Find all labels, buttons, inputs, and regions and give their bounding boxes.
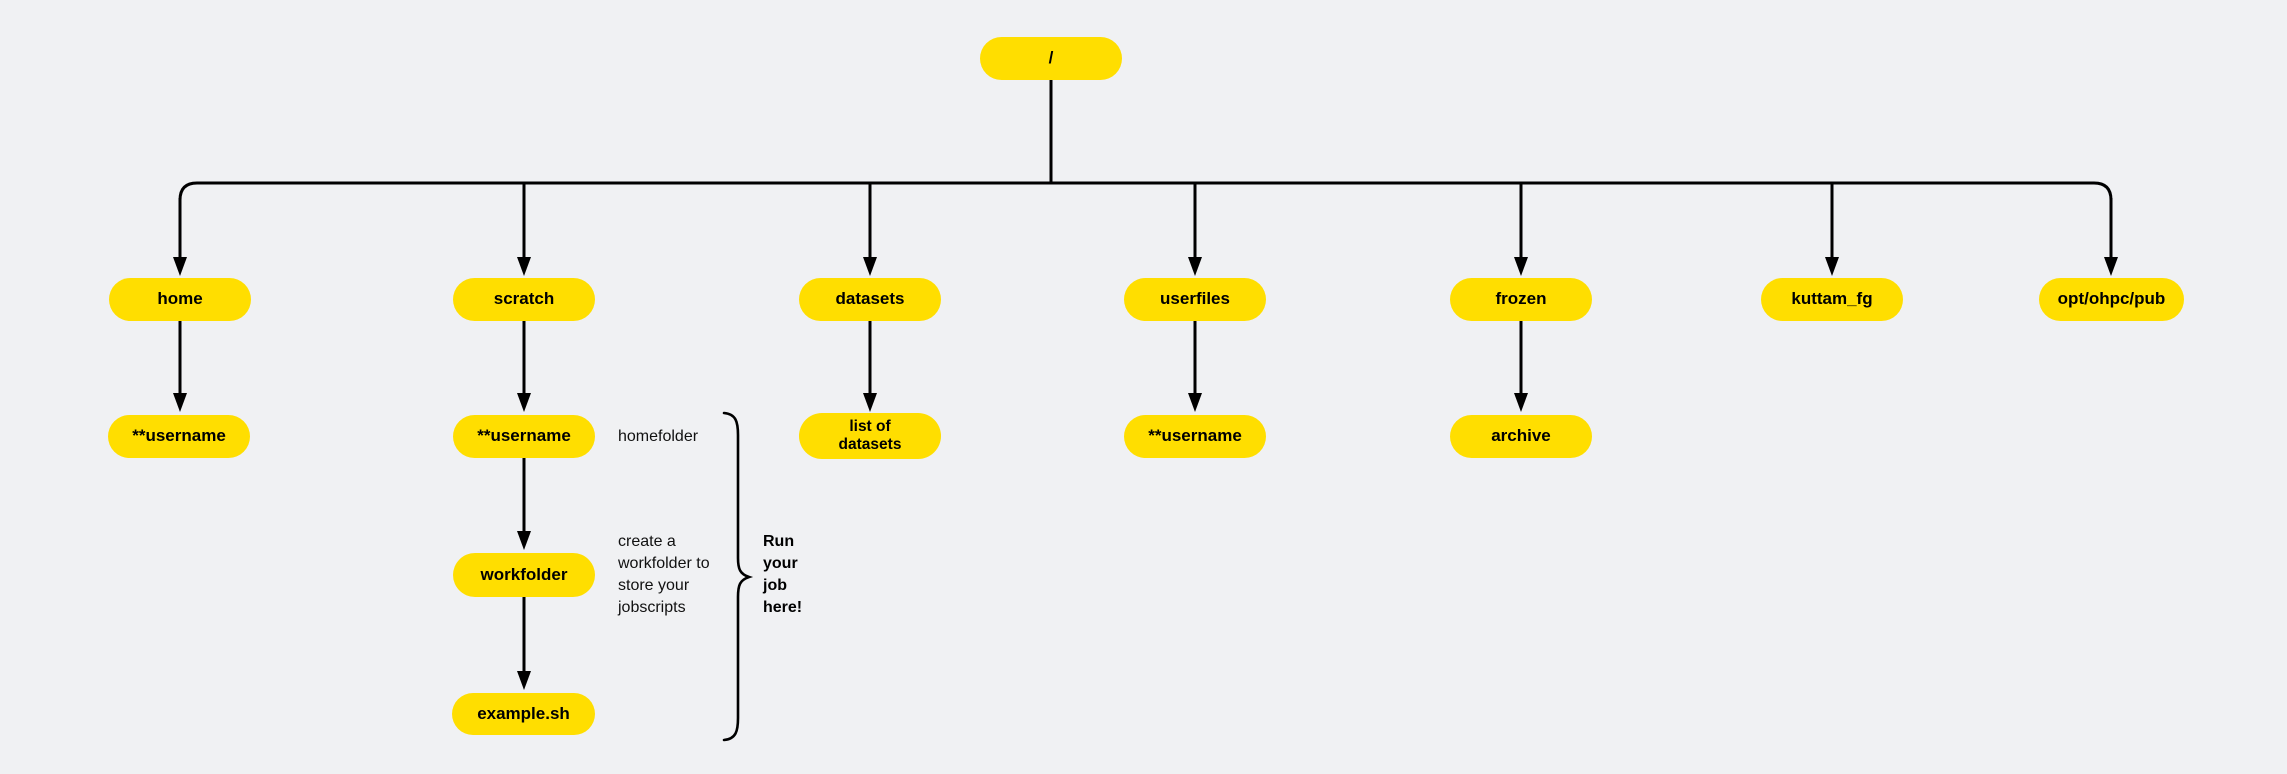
arrowheads (173, 257, 2118, 690)
node-frozen: frozen (1450, 278, 1592, 321)
node-datasets: datasets (799, 278, 941, 321)
node-home: home (109, 278, 251, 321)
label-workfolder-note: create a workfolder to store your jobscr… (618, 533, 710, 616)
label-homefolder: homefolder (618, 428, 699, 445)
connector-lines (178, 78, 2113, 672)
node-username-under-home: **username (108, 415, 250, 458)
label-run-your-job: Run your job here! (763, 533, 803, 616)
node-scratch: scratch (453, 278, 595, 321)
node-username-under-scratch: **username (453, 415, 595, 458)
node-workfolder: workfolder (453, 553, 595, 597)
node-opt-ohpc-pub: opt/ohpc/pub (2039, 278, 2184, 321)
node-list-of-datasets: list of datasets (799, 413, 941, 459)
node-userfiles: userfiles (1124, 278, 1266, 321)
node-username-under-userfiles: **username (1124, 415, 1266, 458)
node-root: / (980, 37, 1122, 80)
node-example-sh: example.sh (452, 693, 595, 735)
curly-brace (722, 411, 754, 742)
node-archive: archive (1450, 415, 1592, 458)
node-kuttam-fg: kuttam_fg (1761, 278, 1903, 321)
